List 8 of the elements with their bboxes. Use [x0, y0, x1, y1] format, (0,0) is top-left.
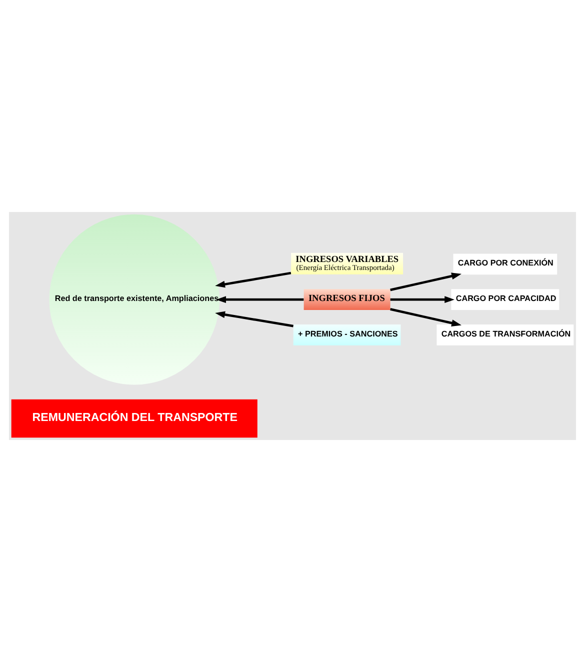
arrow — [390, 308, 462, 326]
arrow — [390, 272, 462, 291]
node-box: REMUNERACIÓN DEL TRANSPORTE — [11, 398, 258, 438]
arrow — [215, 310, 294, 327]
arrow — [390, 296, 454, 303]
arrow — [216, 296, 304, 303]
node-box: INGRESOS FIJOS — [304, 288, 390, 310]
arrow — [215, 271, 292, 288]
